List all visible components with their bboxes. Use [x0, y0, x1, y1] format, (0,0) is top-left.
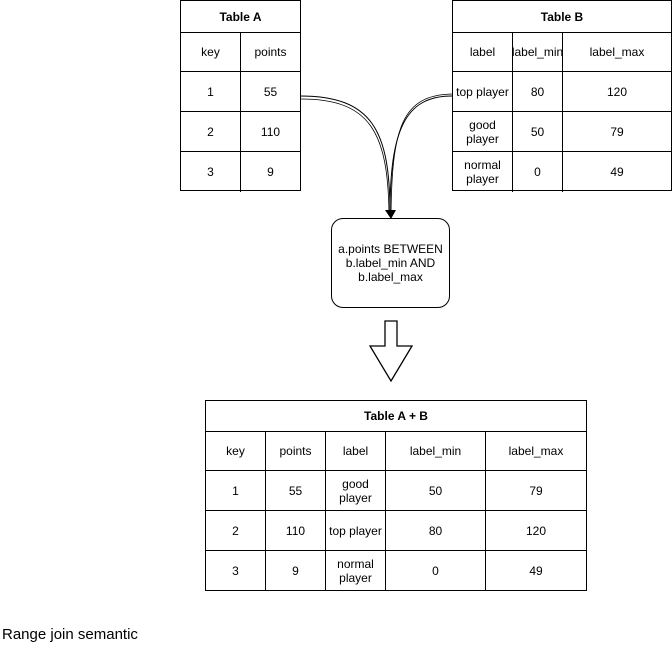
connector-a-to-condition-sketch: [300, 98, 390, 215]
table-header-cell: points: [266, 431, 326, 470]
down-arrow-shape: [368, 320, 414, 383]
table-cell: 3: [181, 152, 241, 192]
table-title: Table A: [181, 1, 300, 33]
table-cell: 2: [206, 511, 266, 550]
table-title: Table A + B: [206, 401, 586, 432]
table-cell: 80: [386, 511, 486, 550]
table-cell: 0: [386, 551, 486, 591]
table-cell: 49: [529, 564, 543, 578]
table-row: 2 110: [181, 112, 300, 152]
join-condition-text: a.points BETWEEN b.label_min AND b.label…: [338, 242, 443, 284]
table-cell: 120: [606, 84, 628, 99]
connector-a-to-condition: [299, 95, 391, 215]
table-cell: normal player: [326, 551, 386, 591]
table-cell: good player: [326, 471, 386, 510]
diagram-caption: Range join semantic: [2, 626, 138, 643]
table-cell: 50: [386, 471, 486, 510]
table-cell: 2: [181, 112, 241, 151]
table-cell: normal player: [453, 152, 513, 192]
table-header-cell: label_max: [508, 443, 564, 458]
table-cell: 110: [260, 124, 281, 139]
join-condition-box: a.points BETWEEN b.label_min AND b.label…: [331, 218, 450, 308]
table-cell: top player: [453, 72, 513, 111]
table-header-cell: label_min: [386, 431, 486, 470]
table-cell: 55: [263, 84, 278, 99]
table-cell: 120: [525, 523, 547, 538]
table-cell: 55: [266, 471, 326, 510]
arrowhead: [385, 210, 396, 219]
table-header-cell: points: [254, 44, 287, 59]
table-cell: 3: [206, 551, 266, 591]
table-header-cell: label: [453, 32, 513, 71]
table-header-cell: label_max: [589, 44, 645, 59]
connector-b-to-condition: [389, 95, 453, 215]
table-cell: good player: [453, 112, 513, 151]
table-header-cell: key: [181, 32, 241, 71]
table-cell: 1: [206, 471, 266, 510]
table-cell: 79: [529, 483, 543, 498]
table-header-row: key points: [181, 32, 300, 72]
table-cell: 110: [266, 511, 326, 550]
table-cell: 49: [610, 165, 624, 179]
table-cell: top player: [326, 511, 386, 550]
table-cell: 0: [513, 152, 563, 192]
connector-b-to-condition-sketch: [390, 93, 453, 215]
table-header-cell: label: [326, 431, 386, 470]
table-header-cell: key: [206, 431, 266, 470]
table-cell: 79: [610, 124, 624, 139]
table-cell: 80: [513, 72, 563, 111]
table-row: 1 55: [181, 72, 300, 112]
table-header-cell: label_min: [512, 32, 563, 71]
table-cell: 9: [266, 551, 326, 591]
table-title: Table B: [453, 1, 671, 33]
table-cell: 1: [181, 72, 241, 111]
table-cell: 50: [513, 112, 563, 151]
table-cell: 9: [267, 165, 274, 179]
